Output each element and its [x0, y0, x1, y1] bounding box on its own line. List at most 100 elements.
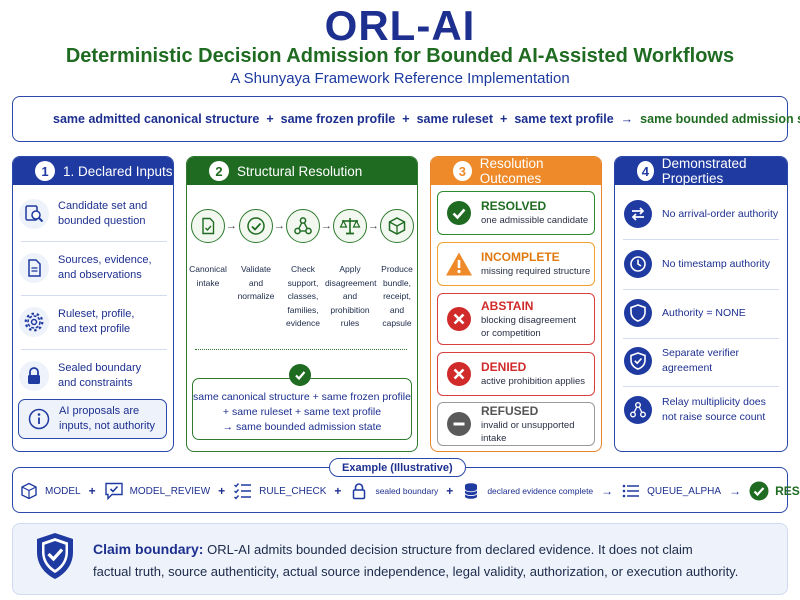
step-label-line: support,: [287, 277, 319, 288]
step-label: Check support, classes, families, eviden…: [278, 263, 328, 331]
note-line: AI proposals are: [59, 405, 140, 417]
step-label-line: rules: [340, 318, 360, 328]
property-item: No timestamp authority: [621, 241, 781, 287]
step-label-line: intake: [196, 277, 220, 288]
chat-check-icon: [104, 481, 124, 501]
panel-title: 1. Declared Inputs: [63, 163, 173, 179]
step-label-line: Validate: [240, 264, 272, 274]
step-label-line: disagreement: [325, 277, 377, 288]
step-label-line: Check: [290, 264, 316, 274]
property-text: Authority = NONE: [662, 306, 746, 319]
cube-icon: [19, 481, 39, 501]
scales-icon: [333, 209, 367, 243]
step-label-line: prohibition: [330, 304, 370, 315]
input-item-line: and observations: [58, 269, 142, 281]
ai-proposals-note: AI proposals are inputs, not authority: [18, 399, 167, 439]
x-icon: [445, 360, 473, 388]
banner-part: same frozen profile: [280, 112, 396, 126]
claim-line: ORL-AI admits bounded decision structure…: [207, 542, 693, 557]
divider: [623, 338, 779, 339]
panel-header: 1 1. Declared Inputs: [13, 157, 173, 185]
panel-number: 2: [209, 161, 229, 181]
outcome-desc: blocking disagreement: [481, 314, 577, 326]
arrow-operator: →: [729, 484, 742, 498]
note-line: inputs, not authority: [59, 420, 156, 432]
example-label: sealed boundary: [375, 486, 439, 496]
arrow-operator: →: [601, 484, 614, 498]
step-label-line: receipt,: [383, 291, 411, 301]
x-icon: [445, 305, 473, 333]
claim-text: Claim boundary: ORL-AI admits bounded de…: [93, 538, 773, 583]
network-icon: [286, 209, 320, 243]
minus-icon: [445, 410, 473, 438]
input-item: Sources, evidence,and observations: [19, 245, 169, 291]
shield-check-icon: [624, 347, 652, 375]
banner-part: same ruleset: [416, 112, 494, 126]
outcome-title: DENIED: [481, 360, 527, 374]
panel-number: 4: [637, 161, 654, 181]
example-strip: Example (Illustrative) MODEL + MODEL_REV…: [12, 458, 800, 513]
page-subtitle: Deterministic Decision Admission for Bou…: [65, 45, 735, 67]
plus-operator: +: [218, 484, 226, 498]
structural-resolution-panel: 2 Structural Resolution → → → → Canonica…: [186, 156, 418, 452]
banner-final: same bounded admission state: [640, 112, 800, 126]
step-label-line: and: [248, 277, 264, 288]
package-icon: [380, 209, 414, 243]
divider: [21, 295, 167, 296]
network-icon: [624, 396, 652, 424]
panel-header: 4 Demonstrated Properties: [615, 156, 787, 186]
plus-operator: +: [334, 484, 342, 498]
step-label-line: capsule: [382, 318, 412, 328]
panel-title: Resolution Outcomes: [479, 156, 544, 186]
determinism-banner: same admitted canonical structure + same…: [12, 96, 800, 142]
example-result: RESOLVED: [775, 484, 800, 498]
checklist-icon: [233, 481, 253, 501]
outcome-desc: or competition: [481, 327, 541, 339]
property-text: Relay multiplicity does: [662, 396, 766, 408]
input-item-line: and constraints: [58, 377, 133, 389]
check-icon: [749, 481, 769, 501]
claim-boundary: Claim boundary: ORL-AI admits bounded de…: [12, 523, 788, 595]
example-label: declared evidence complete: [487, 486, 594, 496]
swap-arrows-icon: [624, 200, 652, 228]
divider: [623, 239, 779, 240]
document-intake-icon: [191, 209, 225, 243]
claim-heading: Claim boundary:: [93, 541, 204, 557]
flow-arrow: →: [274, 220, 285, 232]
divider: [21, 349, 167, 350]
outcome-desc: missing required structure: [481, 266, 591, 277]
property-text: No timestamp authority: [662, 257, 770, 270]
shield-icon: [624, 299, 652, 327]
property-text: No arrival-order authority: [662, 207, 779, 220]
divider: [21, 241, 167, 242]
input-item-line: and text profile: [58, 323, 131, 335]
step-label: Validate and normalize: [231, 263, 281, 304]
flow-arrow: →: [226, 220, 237, 232]
plus-operator: +: [266, 112, 274, 126]
outcome-desc: one admissible candidate: [481, 215, 589, 226]
plus-operator: +: [446, 484, 454, 498]
step-label-line: bundle,: [383, 277, 411, 288]
step-label-line: families,: [287, 304, 319, 315]
input-item-line: Candidate set and: [58, 200, 148, 212]
flow-arrow: →: [368, 220, 379, 232]
input-item: Ruleset, profile, and text profile: [19, 299, 169, 345]
property-item: Separate verifier agreement: [621, 338, 781, 384]
outcome-title: RESOLVED: [481, 199, 547, 213]
plus-operator: +: [88, 484, 96, 498]
input-item-line: Sealed boundary: [58, 362, 142, 374]
outcome-title: ABSTAIN: [481, 298, 534, 313]
plus-operator: +: [402, 112, 410, 126]
info-icon: [28, 408, 50, 430]
rule-line: → same bounded admission state: [222, 421, 382, 433]
input-item-line: Ruleset, profile,: [58, 308, 135, 320]
check-circle-icon: [239, 209, 273, 243]
panel-header: 2 Structural Resolution: [187, 157, 417, 185]
panel-number: 1: [35, 161, 55, 181]
claim-line: factual truth, source authenticity, actu…: [93, 564, 739, 579]
